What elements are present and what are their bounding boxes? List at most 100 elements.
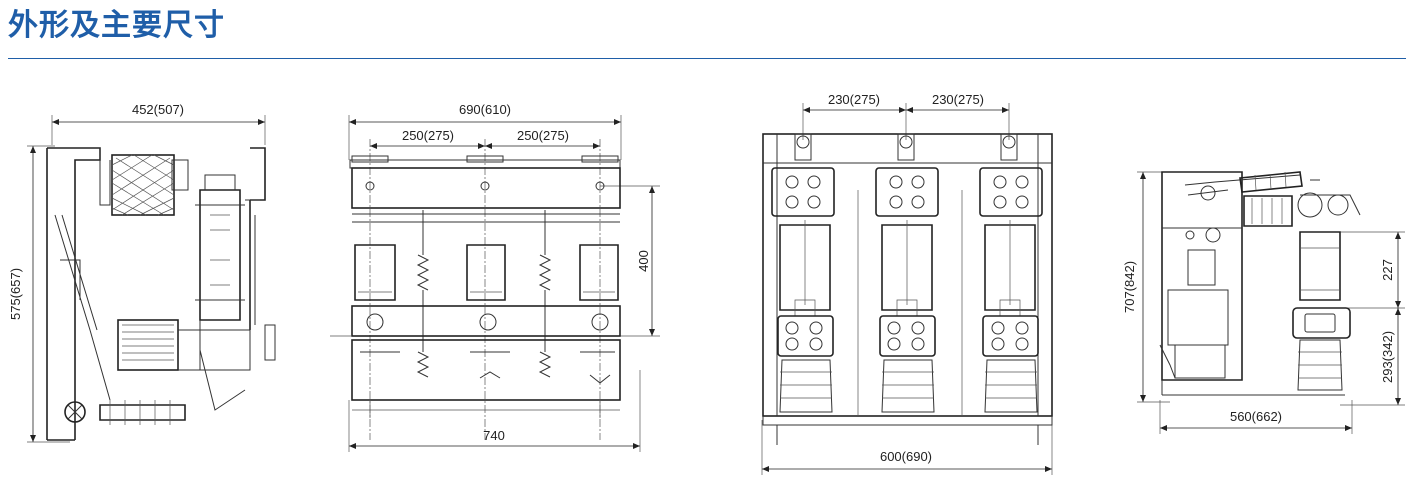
top-connector-bolt bbox=[899, 135, 913, 149]
side-view-right: 707(842) 227 293(342) 560(662) bbox=[1122, 171, 1405, 434]
title-underline bbox=[8, 58, 1406, 59]
terminal-bolt bbox=[785, 337, 799, 351]
page-title: 外形及主要尺寸 bbox=[8, 8, 225, 43]
terminal-bolt bbox=[809, 337, 823, 351]
upper-terminal bbox=[771, 167, 835, 217]
frame-rails bbox=[762, 134, 1053, 445]
terminal-bolt bbox=[809, 321, 823, 335]
vertical-interrupter bbox=[1299, 231, 1341, 301]
small-pivot bbox=[1185, 230, 1195, 240]
three-pole-view: 230(275) 230(275) 600(690) bbox=[761, 92, 1053, 475]
terminal-bolt bbox=[785, 175, 799, 189]
dim-label-pitch-right: 230(275) bbox=[932, 92, 984, 107]
interrupter-caps bbox=[195, 174, 245, 301]
side-view-left: 452(507) 575(657) bbox=[8, 102, 276, 443]
lower-housing bbox=[1292, 307, 1351, 339]
shaft-eye bbox=[479, 313, 497, 331]
terminal-bolt bbox=[911, 321, 925, 335]
terminal-bolt bbox=[807, 195, 821, 209]
top-connector bbox=[1000, 133, 1018, 161]
lower-linkages bbox=[360, 351, 615, 384]
page-header: 外形及主要尺寸 bbox=[0, 0, 1414, 60]
interrupter-bands bbox=[1300, 247, 1340, 291]
lower-terminal bbox=[982, 315, 1039, 357]
bellows-lines bbox=[122, 324, 174, 361]
top-connector-bolt bbox=[796, 135, 810, 149]
bolt-hole bbox=[480, 181, 490, 191]
spring-assembly bbox=[1159, 344, 1226, 379]
dim-label-base-width: 740 bbox=[483, 428, 505, 443]
upper-joint bbox=[1297, 192, 1323, 218]
top-pad-right bbox=[581, 155, 619, 163]
frame-dividers bbox=[857, 190, 963, 416]
shaft-eye bbox=[591, 313, 609, 331]
terminal-bolt bbox=[807, 175, 821, 189]
cross-rails bbox=[352, 213, 620, 223]
bottom-insulator bbox=[779, 359, 833, 413]
bottom-pivot bbox=[64, 401, 86, 423]
terminal-bolt bbox=[887, 321, 901, 335]
three-pole-frame bbox=[762, 133, 1053, 417]
dim-label-width: 560(662) bbox=[1230, 409, 1282, 424]
bottom-insulator bbox=[984, 359, 1038, 413]
pole-2 bbox=[875, 133, 939, 413]
bottom-insulator bbox=[99, 404, 186, 421]
lower-insulator-sheds bbox=[1298, 351, 1342, 379]
front-view: 690(610) 250(275) 250(275) 400 740 bbox=[330, 102, 660, 452]
lower-insulator bbox=[1297, 339, 1343, 391]
dim-label-total-width: 690(610) bbox=[459, 102, 511, 117]
mechanism-components bbox=[1167, 249, 1229, 346]
main-shaft-housing bbox=[351, 305, 621, 337]
lower-housing-window bbox=[1304, 313, 1336, 333]
terminal-bolt bbox=[785, 195, 799, 209]
pole-internals bbox=[896, 220, 918, 317]
top-connector bbox=[794, 133, 812, 161]
upper-arm bbox=[1300, 179, 1361, 216]
right-post bbox=[249, 147, 266, 330]
frame-rails bbox=[1161, 227, 1345, 396]
dim-label-pitch-left: 230(275) bbox=[828, 92, 880, 107]
terminal-bolt bbox=[993, 175, 1007, 189]
pole-1 bbox=[771, 133, 835, 413]
frame-outline bbox=[46, 147, 101, 441]
insulator-sheds bbox=[882, 371, 934, 399]
linkage-pivot bbox=[1200, 185, 1216, 201]
pole-internals bbox=[999, 220, 1021, 317]
bolt-hole bbox=[595, 181, 605, 191]
terminal-bolt bbox=[911, 337, 925, 351]
small-gear bbox=[1205, 227, 1221, 243]
bottom-insulator bbox=[881, 359, 935, 413]
terminal-bolt bbox=[1015, 321, 1029, 335]
dim-label-height: 707(842) bbox=[1122, 261, 1137, 313]
bracket bbox=[171, 159, 189, 191]
insulator-block bbox=[111, 154, 175, 216]
pole-internals bbox=[794, 220, 816, 317]
insulator-sheds bbox=[985, 371, 1037, 399]
top-linkage bbox=[1184, 174, 1301, 196]
horizontal-insulator bbox=[1239, 171, 1303, 193]
upper-terminal bbox=[979, 167, 1043, 217]
dim-label-pitch-right: 250(275) bbox=[517, 128, 569, 143]
insulator-sheds bbox=[780, 371, 832, 399]
terminal-bolt bbox=[911, 195, 925, 209]
dim-label-upper: 227 bbox=[1380, 259, 1395, 281]
pivot-cross bbox=[67, 404, 83, 420]
mechanism-housing bbox=[178, 320, 276, 371]
mechanism-frame bbox=[1161, 171, 1243, 381]
top-connector bbox=[897, 133, 915, 161]
bolt-hole bbox=[365, 181, 375, 191]
terminal-bolt bbox=[1015, 195, 1029, 209]
dim-label-height: 575(657) bbox=[8, 268, 23, 320]
dim-label-width: 452(507) bbox=[132, 102, 184, 117]
dim-label-height: 400 bbox=[636, 250, 651, 272]
springs bbox=[416, 254, 552, 378]
terminal-bolt bbox=[1015, 337, 1029, 351]
upper-terminal bbox=[875, 167, 939, 217]
arm bbox=[199, 349, 246, 411]
dim-label-lower: 293(342) bbox=[1380, 331, 1395, 383]
terminal-bolt bbox=[991, 337, 1005, 351]
horizontal-insulator-sheds bbox=[1254, 171, 1287, 191]
right-post-inner bbox=[245, 199, 260, 325]
contact-box-fins bbox=[1251, 198, 1283, 224]
